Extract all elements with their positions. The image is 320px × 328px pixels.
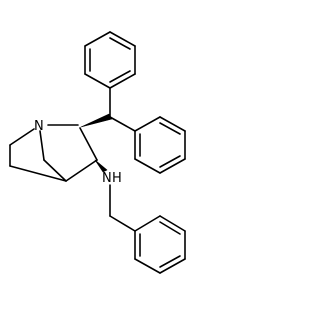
bond-phenyl-right-1: [134, 116, 161, 132]
quinuclidine-cage: [9, 124, 98, 182]
bond-phenyl-top-3: [84, 31, 111, 47]
molecule-structure: N N H: [9, 31, 186, 274]
bond-phenyl-top-1: [84, 73, 111, 89]
bond-c2-c3: [79, 127, 98, 161]
bond-phenyl-right-4: [159, 158, 186, 174]
amine-nitrogen-label: N: [102, 171, 112, 186]
bond-c5-c4: [9, 165, 67, 182]
bond-phenyl-top-6: [109, 73, 136, 89]
bond-phenyl-bottom-inner-1: [159, 221, 181, 235]
benzylamine-group: [94, 159, 186, 274]
bond-phenyl-bottom-5: [134, 258, 161, 274]
bond-phenyl-top-inner-3: [109, 70, 131, 83]
wedge-bond-c3-n: [94, 159, 108, 173]
bond-phenyl-right-inner-1: [159, 122, 181, 135]
bond-c8-c7: [43, 159, 67, 182]
bond-phenyl-top-4: [109, 31, 136, 47]
bond-n1-c8: [39, 130, 45, 161]
bond-c3-c4: [65, 159, 98, 182]
wedge-bond-c2-ch: [80, 113, 113, 128]
amine-hydrogen-label: H: [112, 171, 122, 186]
bond-phenyl-bottom-inner-2: [159, 255, 181, 268]
bond-phenyl-right-5: [134, 158, 161, 174]
bond-ch2-phenyl: [109, 215, 136, 232]
bond-ch-phenyl-right: [109, 116, 136, 132]
bond-phenyl-bottom-4: [159, 258, 186, 274]
bond-phenyl-bottom-2: [159, 215, 186, 232]
bond-phenyl-bottom-1: [134, 215, 161, 232]
bond-n1-c6: [9, 128, 35, 146]
benzhydryl-group: [80, 31, 186, 174]
bond-phenyl-top-inner-2: [109, 37, 131, 50]
bond-phenyl-right-2: [159, 116, 186, 132]
ring-nitrogen-label: N: [34, 119, 44, 134]
bond-phenyl-right-inner-2: [159, 155, 181, 168]
